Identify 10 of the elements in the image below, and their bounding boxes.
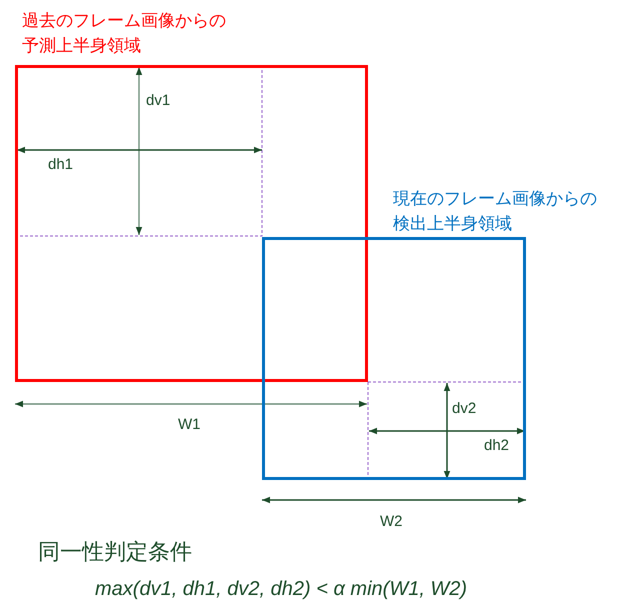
dimension-label: W2 [380, 512, 402, 532]
region-heading: 過去のフレーム画像からの予測上半身領域 [22, 10, 227, 57]
formula-text: max(dv1, dh1, dv2, dh2) < α min(W1, W2) [95, 577, 468, 601]
dimension-label: W1 [178, 415, 200, 435]
condition-heading: 同一性判定条件 [38, 538, 192, 566]
dimension-label: dh2 [484, 436, 510, 456]
region-heading: 現在のフレーム画像からの検出上半身領域 [393, 188, 598, 235]
dimension-label: dv2 [452, 399, 476, 419]
dimension-label: dh1 [48, 155, 74, 175]
dimension-label: dv1 [146, 91, 170, 111]
